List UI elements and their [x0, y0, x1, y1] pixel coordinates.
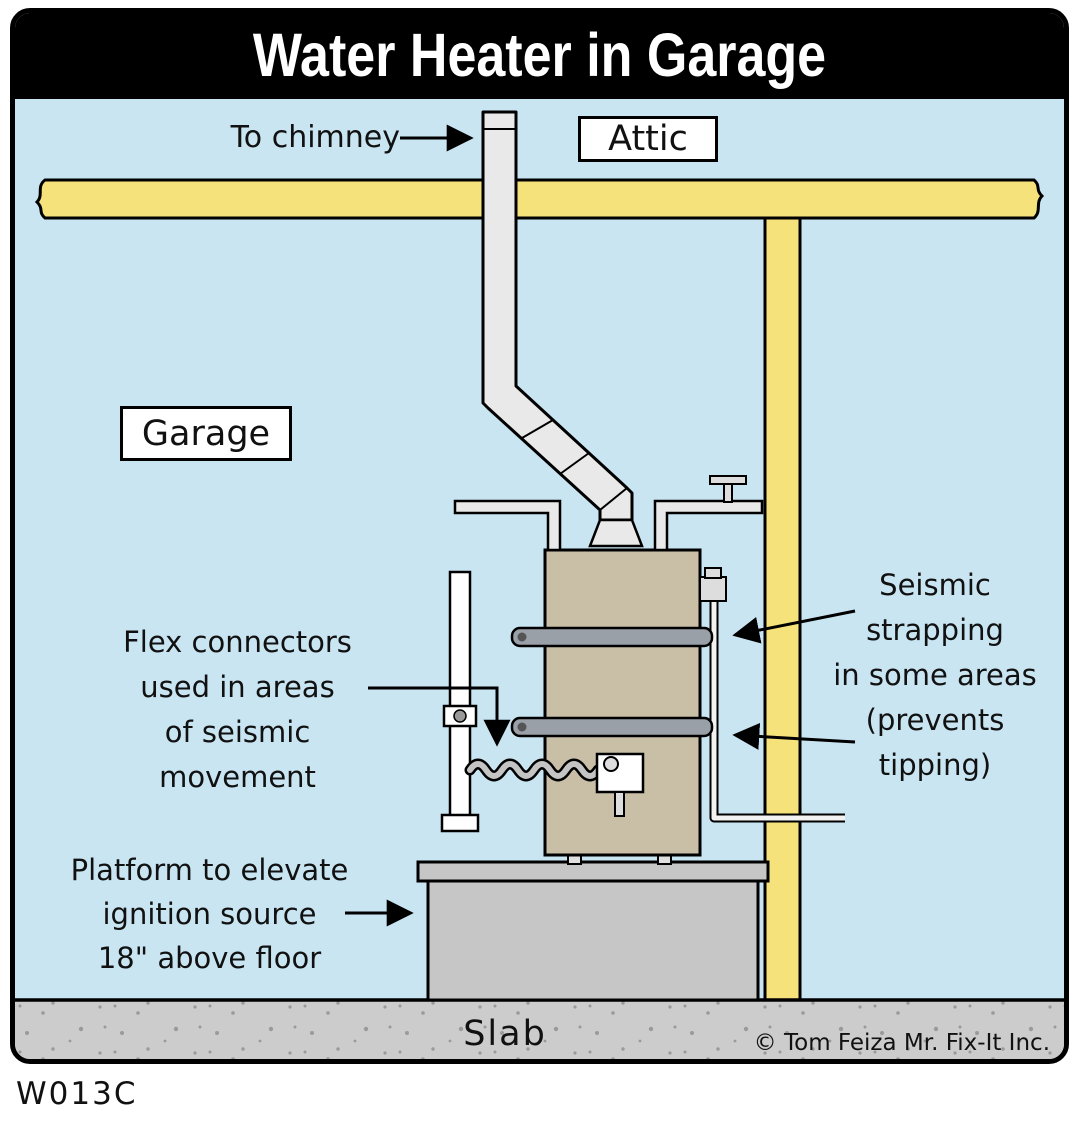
gas-control-knob: [603, 756, 619, 772]
to-chimney-label: To chimney: [230, 120, 400, 155]
gas-control-box: [595, 752, 645, 794]
seismic-strapping-label: Seismic strapping in some areas (prevent…: [833, 568, 1037, 782]
pipe-cap: [440, 813, 480, 833]
flex-connector-inner: [467, 761, 601, 779]
draft-hood: [588, 518, 644, 548]
relief-valve-cap: [704, 567, 722, 579]
ceiling-beam: [34, 178, 1045, 220]
garage-wall: [763, 216, 802, 1004]
gas-control-stem: [614, 791, 625, 817]
diagram-code: W013C: [16, 1076, 138, 1112]
vent-pipe: [481, 110, 634, 522]
seismic-strap-upper: [510, 626, 714, 648]
strap-bolt-upper: [517, 632, 527, 642]
shutoff-valve: [709, 475, 747, 503]
platform-label: Platform to elevate ignition source 18" …: [70, 853, 349, 975]
garage-label: Garage: [141, 413, 271, 454]
page-title: Water Heater in Garage: [252, 21, 827, 91]
flex-connectors-label: Flex connectors used in areas of seismic…: [123, 625, 352, 794]
water-pipe: [448, 570, 472, 832]
relief-valve-fitting: [699, 576, 727, 602]
flex-connector-arrow: [368, 686, 511, 747]
pipe-union-nut: [453, 709, 467, 723]
platform-body: [426, 877, 760, 1002]
seismic-arrow-lower: [732, 722, 856, 750]
platform-top: [416, 860, 770, 883]
cold-water-pipe: [453, 499, 562, 552]
slab-label: Slab: [463, 1014, 547, 1054]
relief-pipe-inner: [711, 601, 845, 821]
title-bar: Water Heater in Garage: [15, 13, 1064, 99]
attic-label: Attic: [608, 119, 688, 159]
concrete-slab: [15, 1000, 1064, 1059]
copyright-label: © Tom Feiza Mr. Fix-It Inc.: [753, 1030, 1050, 1056]
diagram-canvas: [15, 110, 1064, 1059]
seismic-strap-lower: [510, 716, 714, 738]
annotation-arrows: [345, 124, 856, 927]
diagram-frame: Attic Garage To chimney Flex connectors …: [10, 8, 1069, 1064]
strap-bolt-lower: [517, 722, 527, 732]
attic-label-box: Attic: [578, 116, 718, 162]
vent-pipe-seams: [483, 128, 628, 511]
garage-label-box: Garage: [120, 406, 292, 461]
garage-scene: Attic Garage To chimney Flex connectors …: [15, 99, 1064, 1059]
seismic-arrow-upper: [732, 609, 856, 644]
gas-supply-pipe: [653, 499, 764, 552]
